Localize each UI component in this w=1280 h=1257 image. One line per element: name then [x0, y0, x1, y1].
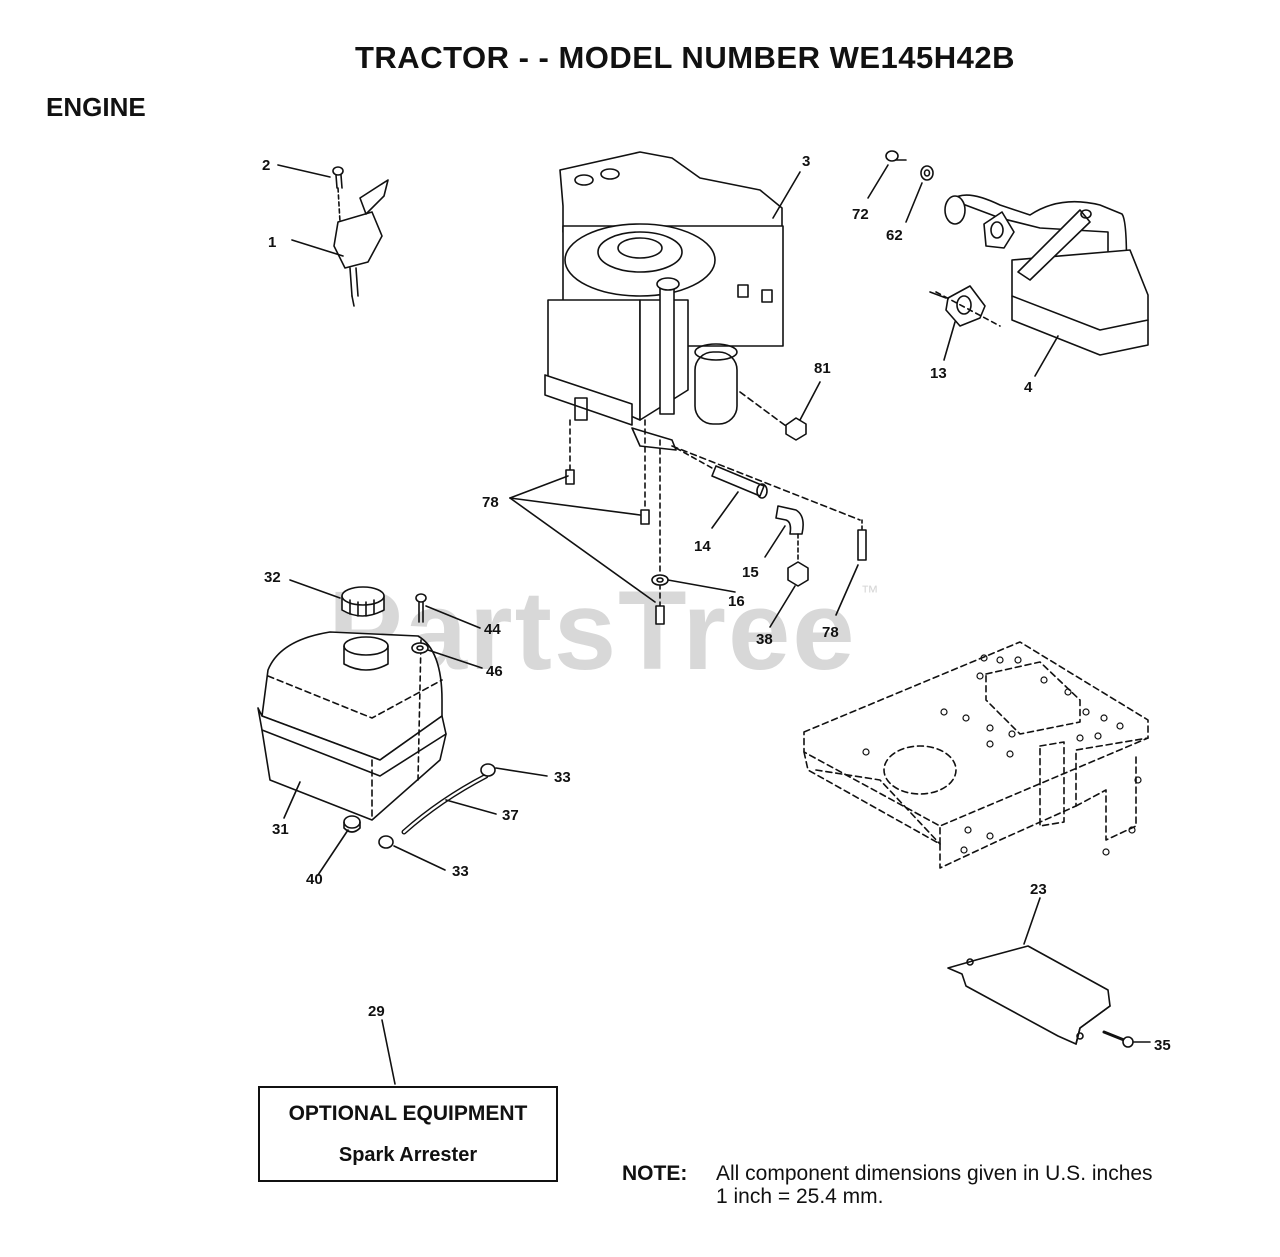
washer-62-part[interactable]	[920, 165, 934, 181]
fuel-tank-part[interactable]	[257, 631, 447, 821]
callout-78-leaders	[509, 475, 859, 616]
bolt-72-part[interactable]	[885, 150, 907, 162]
callout-labels: 2 1 3 72 62 13 4 81 78 14 15 16 38 78 32…	[262, 153, 1171, 1054]
callout-33b: 33	[452, 863, 469, 880]
screw-2-part[interactable]	[332, 166, 344, 223]
fuel-cap-32-part[interactable]	[341, 586, 385, 617]
callout-15: 15	[742, 564, 759, 581]
note-line-2: 1 inch = 25.4 mm.	[716, 1185, 884, 1208]
callout-23: 23	[1030, 881, 1047, 898]
heat-shield-part[interactable]	[947, 945, 1111, 1045]
callout-81: 81	[814, 360, 831, 377]
callout-72: 72	[852, 206, 869, 223]
grommet-40-part[interactable]	[343, 815, 361, 833]
callout-13: 13	[930, 365, 947, 382]
trademark-symbol: ™	[860, 582, 881, 602]
callout-29: 29	[368, 1003, 385, 1020]
section-heading: ENGINE	[46, 92, 146, 122]
callout-44: 44	[484, 621, 501, 638]
fuel-tank-leaders	[283, 579, 548, 876]
bolts-78-part[interactable]	[565, 419, 867, 625]
callout-46: 46	[486, 663, 503, 680]
note-line-1: All component dimensions given in U.S. i…	[716, 1162, 1153, 1185]
callout-3: 3	[802, 153, 810, 170]
note-label: NOTE:	[622, 1162, 688, 1185]
heat-shield-leaders	[381, 897, 1151, 1085]
oil-drain-tube-14-part[interactable]	[711, 465, 768, 499]
callout-40: 40	[306, 871, 323, 888]
optional-equipment-item: Spark Arrester	[338, 1144, 478, 1166]
clamp-33-part[interactable]	[378, 763, 496, 849]
callout-35: 35	[1154, 1037, 1171, 1054]
exhaust-gasket-13-part[interactable]	[945, 211, 1015, 327]
nut-38-part[interactable]	[787, 561, 809, 587]
engine-part[interactable]	[544, 151, 784, 451]
washer-16-part[interactable]	[651, 574, 669, 586]
dashed-guide-81	[739, 391, 787, 427]
washer-46-part[interactable]	[411, 642, 429, 654]
note-text: All component dimensions given in U.S. i…	[716, 1162, 1153, 1208]
callout-81-leader	[799, 381, 821, 421]
frame-reference-part	[803, 641, 1149, 869]
hose-leaders	[667, 445, 861, 628]
callout-3-leader	[772, 171, 801, 219]
callout-78b: 78	[822, 624, 839, 641]
callout-78a: 78	[482, 494, 499, 511]
callout-31: 31	[272, 821, 289, 838]
throttle-bracket-part[interactable]	[333, 179, 389, 307]
callout-leaders-left	[277, 164, 344, 257]
callout-2: 2	[262, 157, 270, 174]
page-title: TRACTOR - - MODEL NUMBER WE145H42B	[354, 40, 1016, 75]
callout-16: 16	[728, 593, 745, 610]
frame-bolt-holes	[862, 654, 1142, 856]
callout-62: 62	[886, 227, 903, 244]
nut-81-part[interactable]	[785, 417, 807, 441]
fuel-line-37-part[interactable]	[401, 773, 489, 835]
callout-37: 37	[502, 807, 519, 824]
screw-44-part[interactable]	[415, 593, 427, 781]
optional-equipment-heading: OPTIONAL EQUIPMENT	[288, 1102, 528, 1125]
muffler-leaders	[867, 164, 1059, 377]
screw-35-part[interactable]	[1102, 1030, 1134, 1048]
callout-33a: 33	[554, 769, 571, 786]
callout-14: 14	[694, 538, 711, 555]
elbow-15-part[interactable]	[775, 505, 804, 535]
callout-32: 32	[264, 569, 281, 586]
callout-4: 4	[1024, 379, 1033, 396]
muffler-part[interactable]	[944, 194, 1149, 356]
callout-38: 38	[756, 631, 773, 648]
optional-equipment-box[interactable]: OPTIONAL EQUIPMENT Spark Arrester	[258, 1086, 558, 1182]
callout-1: 1	[268, 234, 276, 251]
dimensions-note: NOTE: All component dimensions given in U…	[622, 1162, 1153, 1208]
